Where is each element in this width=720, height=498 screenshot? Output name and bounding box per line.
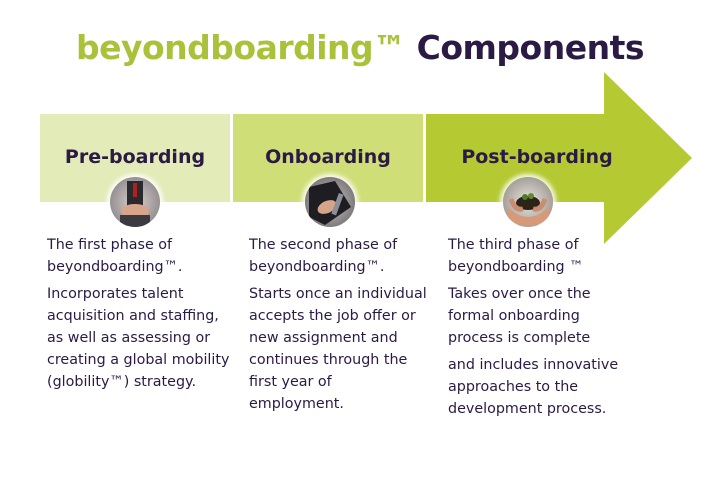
business-writing-icon (305, 177, 355, 227)
phase-label-pre-boarding: Pre-boarding (64, 146, 206, 168)
phase-description-line: The third phase of beyondboarding ™ (448, 237, 584, 275)
phase-description-line: and includes innovative approaches to th… (448, 357, 619, 417)
phase-description-line: Starts once an individual accepts the jo… (249, 286, 427, 412)
phase-description-line: The second phase of beyondboarding™. (249, 237, 398, 275)
phase-label-post-boarding: Post-boarding (461, 146, 613, 168)
handshake-icon (110, 177, 160, 227)
phase-description-post-boarding: The third phase of beyondboarding ™ Take… (448, 234, 633, 425)
title-brand: beyondboarding™ (75, 28, 406, 67)
hands-holding-seedling-icon (503, 177, 553, 227)
band-post-boarding-arrow (426, 72, 692, 244)
page-title: beyondboarding™ Components (0, 28, 720, 67)
title-rest: Components (416, 28, 645, 67)
phase-description-line: The first phase of beyondboarding™. (47, 237, 183, 275)
phase-label-onboarding: Onboarding (265, 146, 391, 168)
phase-description-pre-boarding: The first phase of beyondboarding™. Inco… (47, 234, 232, 398)
phase-description-line: Takes over once the formal onboarding pr… (448, 286, 591, 346)
phase-description-line: Incorporates talent acquisition and staf… (47, 286, 230, 390)
phase-description-onboarding: The second phase of beyondboarding™. Sta… (249, 234, 429, 420)
